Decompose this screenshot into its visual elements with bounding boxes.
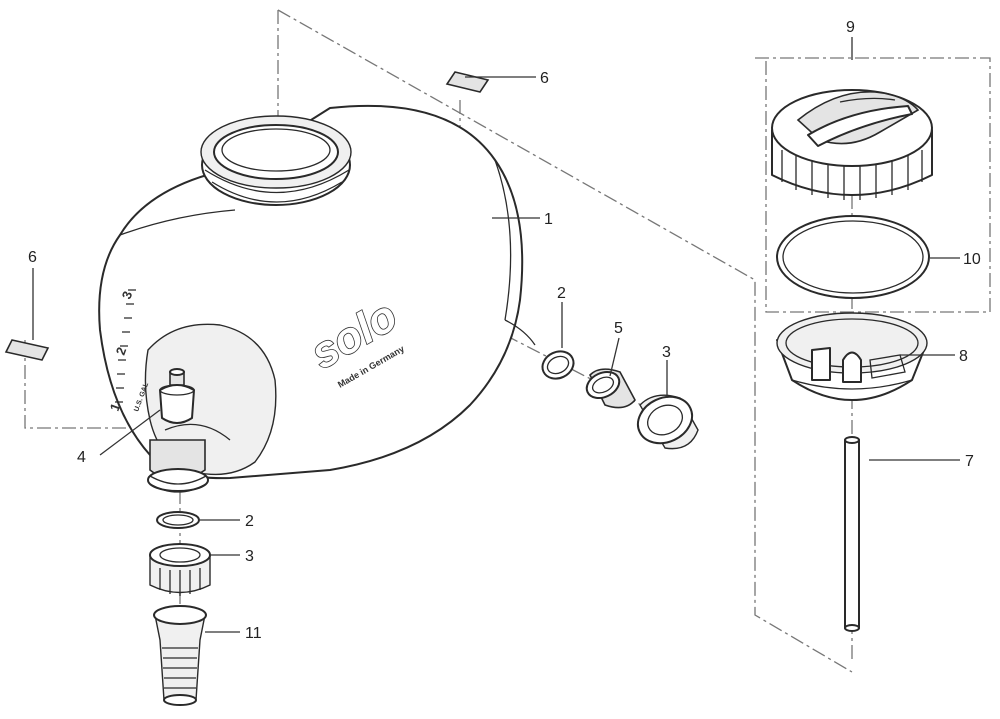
callout-11: 11 (245, 625, 262, 642)
scale-mark-2: 2 (113, 345, 130, 357)
callout-10: 10 (963, 251, 981, 268)
callout-3-side: 3 (662, 344, 671, 361)
callout-7: 7 (965, 453, 974, 470)
o-ring-side-part-2 (541, 350, 575, 380)
hose-connector-part-11 (153, 605, 207, 706)
suction-tube-part-7 (844, 436, 860, 632)
valve-part-5 (585, 368, 636, 409)
strainer-part-8 (776, 312, 928, 401)
union-nut-bottom-part-3 (149, 543, 211, 596)
scale-mark-3: 3 (119, 289, 136, 301)
callout-5: 5 (614, 320, 623, 337)
o-ring-bottom-part-2 (156, 511, 200, 529)
union-nut-side-part-3 (636, 394, 699, 450)
callout-4: 4 (77, 449, 86, 466)
callout-2-side: 2 (557, 285, 566, 302)
scale-mark-1: 1 (107, 401, 124, 413)
label-part-6-top (445, 71, 490, 93)
callout-6-top: 6 (540, 70, 549, 87)
fitting-part-4 (159, 368, 195, 424)
callout-9: 9 (846, 19, 855, 36)
callout-3-bottom: 3 (245, 548, 254, 565)
callout-8: 8 (959, 348, 968, 365)
callout-2-bottom: 2 (245, 513, 254, 530)
label-part-6-left (4, 339, 50, 361)
callout-leader-lines (32, 37, 960, 633)
cap-part-9 (771, 89, 933, 200)
callout-numbers: 1 2 5 3 4 6 6 7 8 9 10 2 3 11 (28, 19, 981, 642)
callout-6-left: 6 (28, 249, 37, 266)
tank (98, 104, 536, 493)
callout-1: 1 (544, 211, 553, 228)
cap-gasket-part-10 (776, 215, 930, 299)
